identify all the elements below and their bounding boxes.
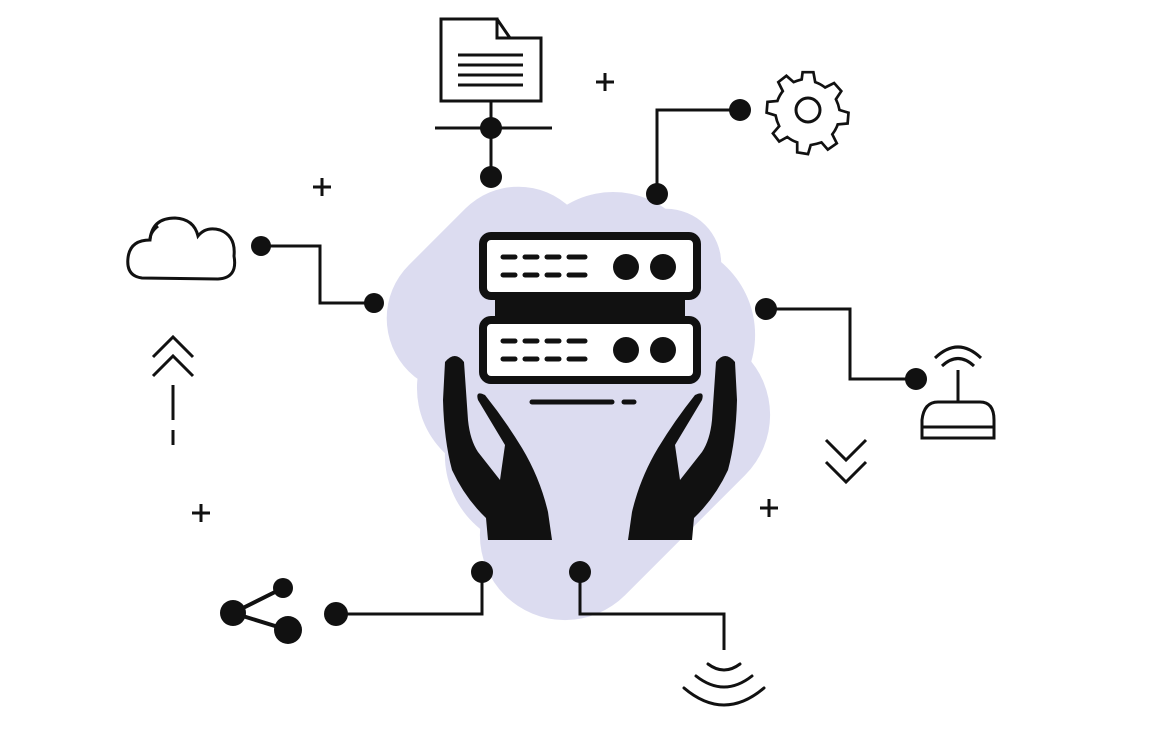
server-unit-top — [500, 254, 588, 278]
router-connector — [755, 298, 927, 390]
server-unit-bottom — [500, 338, 588, 362]
hands-icon — [443, 356, 737, 540]
plus-icon — [313, 178, 331, 196]
gear-connector — [646, 99, 751, 205]
router-icon — [920, 345, 996, 440]
document-network-icon — [435, 17, 552, 188]
cloud-connector — [251, 236, 384, 313]
double-chevron-down-icon — [824, 438, 868, 485]
gear-icon — [765, 70, 850, 156]
server-icon — [479, 232, 701, 405]
signal-waves-icon — [682, 662, 766, 707]
share-icon — [220, 578, 302, 644]
cloud-icon — [126, 216, 237, 281]
share-connector — [324, 561, 493, 626]
plus-icon — [760, 499, 778, 517]
double-chevron-up-icon — [151, 334, 195, 445]
plus-icon — [192, 504, 210, 522]
plus-icon — [596, 73, 614, 91]
signal-connector — [569, 561, 726, 650]
